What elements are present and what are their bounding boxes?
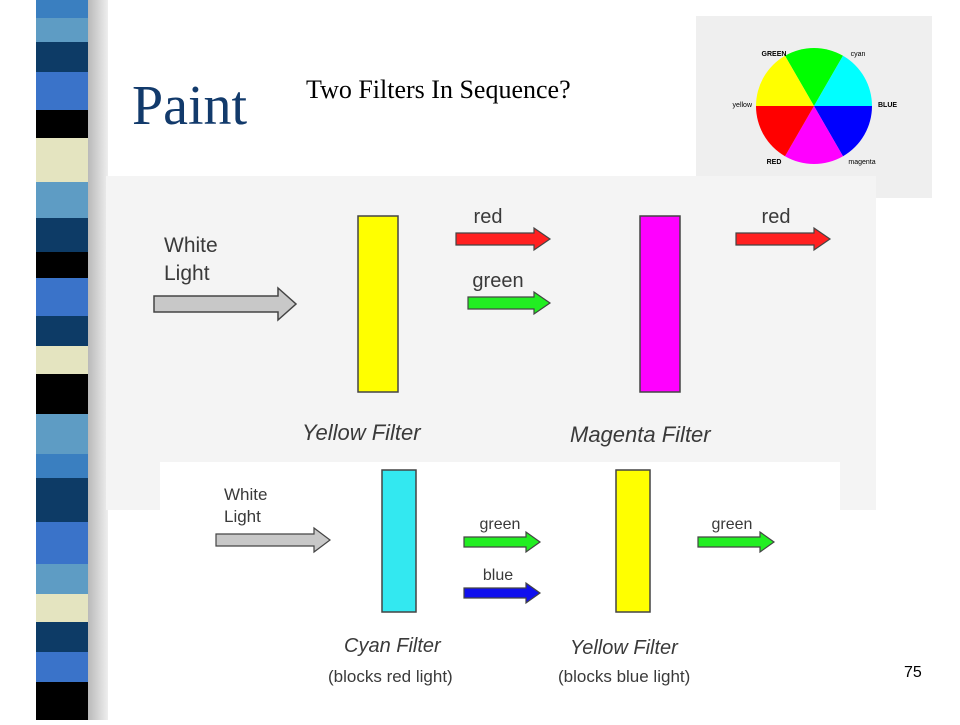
diagram1-svg: White Light Yellow Filter red green Mage… (153, 206, 832, 447)
cyan-filter-label: Cyan Filter (344, 635, 442, 657)
yellow-filter (615, 469, 651, 613)
wheel-slice-magenta (785, 106, 843, 165)
stripe (36, 414, 88, 454)
green-arrow-out (697, 530, 776, 554)
decorative-stripe-bar (0, 0, 108, 720)
diagram-cyan-yellow: White Light Cyan Filter (blocks red ligh… (160, 462, 840, 720)
wheel-label-cyan: cyan (851, 51, 866, 58)
stripe (36, 110, 88, 138)
wheel-slice-red (756, 106, 814, 157)
stripe (36, 522, 88, 564)
wheel-slice-blue (814, 106, 872, 157)
magenta-filter (639, 215, 681, 393)
yellow-filter-note: (blocks blue light) (558, 667, 690, 686)
stripe-shadow (88, 0, 108, 720)
stripe (36, 138, 88, 182)
mid-label-green: green (472, 270, 523, 292)
stripe (36, 478, 88, 522)
stripe (36, 42, 88, 72)
blue-arrow-mid (463, 581, 542, 605)
out-label-red: red (762, 206, 791, 228)
page-number: 75 (904, 664, 922, 681)
stripe (36, 252, 88, 278)
diagram2-svg: White Light Cyan Filter (blocks red ligh… (215, 469, 776, 686)
yellow-filter-label: Yellow Filter (570, 637, 679, 659)
wheel-slice-green (785, 47, 843, 106)
mid-label-green: green (480, 516, 521, 533)
mid-label-red: red (474, 206, 503, 228)
color-wheel-svg: GREEN cyan BLUE magenta RED yellow (733, 47, 897, 166)
mid-label-blue: blue (483, 567, 513, 584)
magenta-filter-label: Magenta Filter (570, 422, 712, 447)
stripe (36, 72, 88, 110)
yellow-filter-label: Yellow Filter (302, 420, 422, 445)
stripe (36, 622, 88, 652)
wheel-label-yellow: yellow (733, 102, 753, 109)
stripe (36, 652, 88, 682)
stripe (36, 564, 88, 594)
stripe (36, 316, 88, 346)
color-wheel (756, 47, 872, 165)
white-light-label-line2: Light (224, 507, 261, 526)
green-arrow-mid (463, 530, 542, 554)
out-label-green: green (712, 516, 753, 533)
white-light-label-line1: White (164, 234, 218, 257)
wheel-label-blue: BLUE (878, 102, 897, 109)
stripe (36, 182, 88, 218)
white-light-arrow (153, 286, 298, 322)
stripe (36, 18, 88, 42)
green-arrow-mid (467, 290, 552, 316)
white-light-arrow (215, 526, 331, 554)
stripe (36, 682, 88, 720)
slide-title: Paint (132, 75, 248, 137)
cyan-filter (381, 469, 417, 613)
stripe (36, 374, 88, 414)
yellow-filter (357, 215, 399, 393)
wheel-label-red: RED (767, 159, 782, 166)
wheel-slice-cyan (814, 55, 872, 106)
stripe (36, 594, 88, 622)
wheel-label-magenta: magenta (848, 159, 875, 166)
wheel-label-green: GREEN (762, 51, 787, 58)
slide-subtitle: Two Filters In Sequence? (306, 75, 571, 104)
white-light-label-line2: Light (164, 262, 210, 285)
wheel-slice-yellow (756, 55, 814, 106)
cyan-filter-note: (blocks red light) (328, 667, 453, 686)
red-arrow-mid (455, 226, 552, 252)
stripe (36, 0, 88, 18)
red-arrow-out (735, 226, 832, 252)
stripe (36, 346, 88, 374)
stripe (36, 454, 88, 478)
diagram-yellow-magenta: White Light Yellow Filter red green Mage… (106, 176, 876, 510)
stripe (36, 218, 88, 252)
white-light-label-line1: White (224, 485, 267, 504)
color-wheel-panel: GREEN cyan BLUE magenta RED yellow (696, 16, 932, 198)
stripe (36, 278, 88, 316)
